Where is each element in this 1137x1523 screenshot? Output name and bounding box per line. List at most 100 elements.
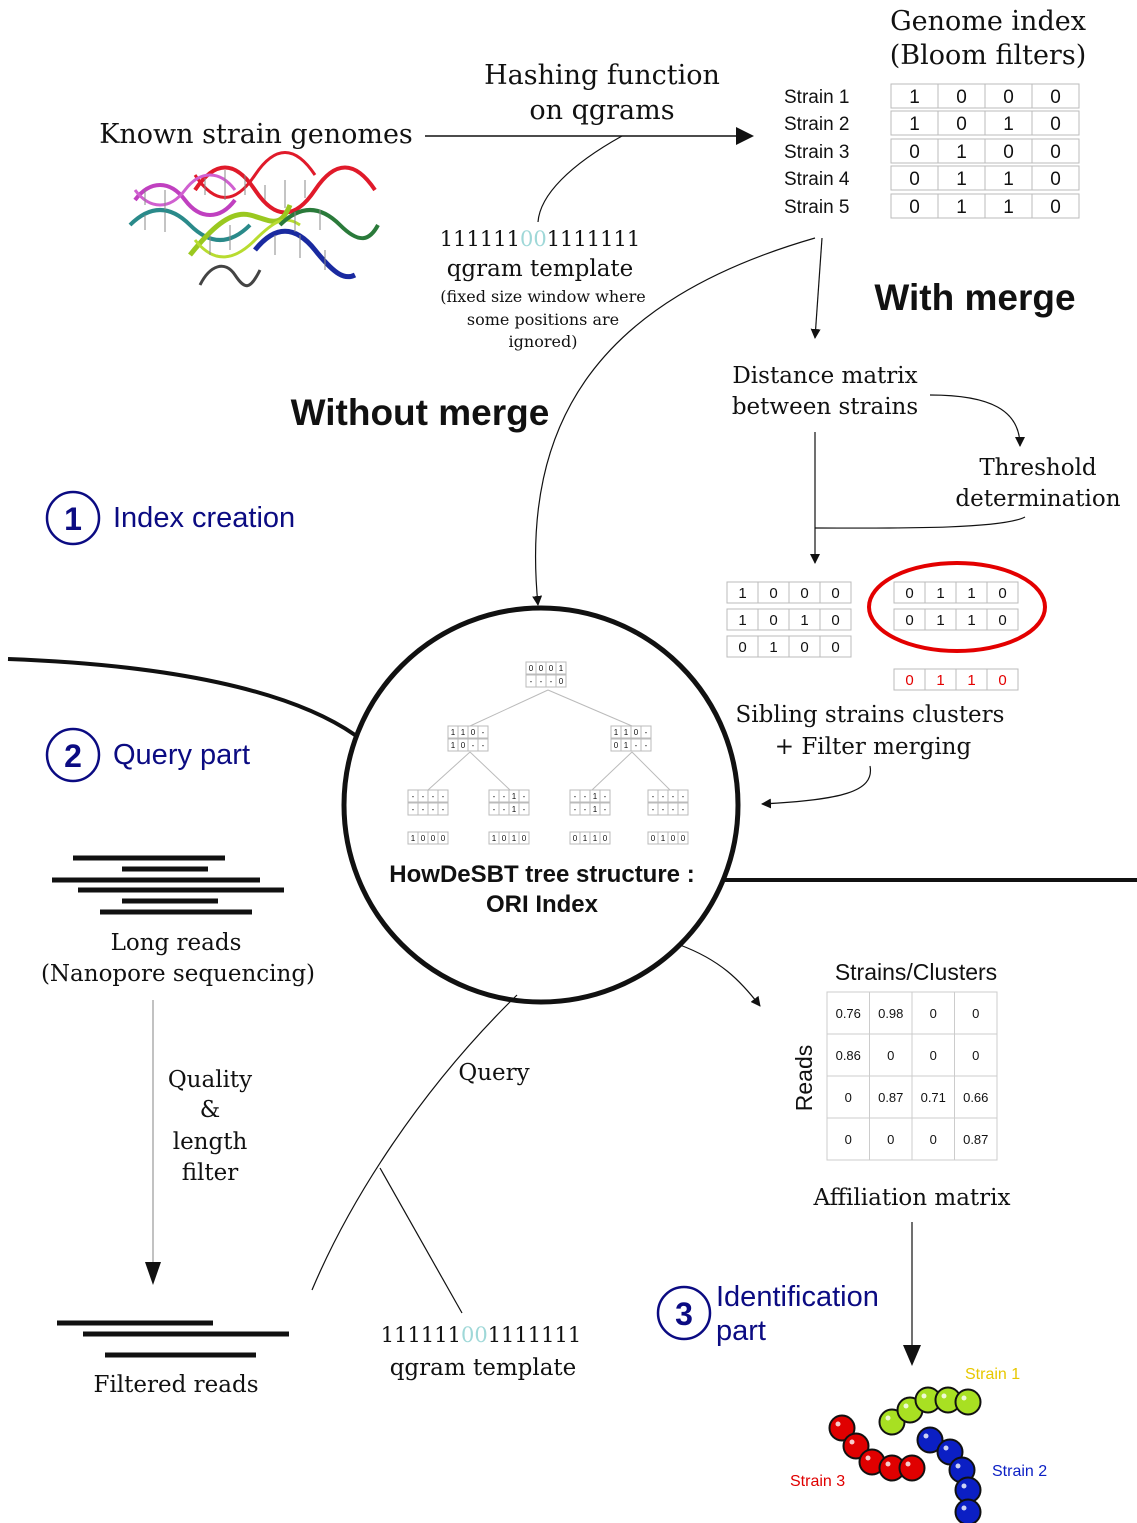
- tree-bit-value: -: [672, 805, 675, 814]
- tree-bit-value: 0: [614, 741, 619, 750]
- bloom-bit-cell: [937, 110, 986, 136]
- step1-badge: [45, 490, 101, 546]
- tree-leaf-bit-value: 0: [441, 834, 446, 843]
- circled-bit-value: 0: [998, 585, 1006, 602]
- tree-leaf-bit-value: 0: [522, 834, 527, 843]
- strain2-bead-shine: [961, 1505, 967, 1511]
- tree-bit-value: -: [493, 805, 496, 814]
- tree-bit-cell: [599, 789, 611, 803]
- affiliation-cell: [869, 1117, 913, 1161]
- genome-index-subtitle: (Bloom filters): [890, 40, 1086, 71]
- cluster-bit-cell: [819, 581, 852, 604]
- bloom-bit-value: 0: [1003, 142, 1014, 163]
- tree-bit-value: 1: [614, 728, 619, 737]
- tree-bit-value: -: [682, 805, 685, 814]
- circled-bit-value: 0: [998, 612, 1006, 629]
- cluster-strain2-label: Strain 2: [992, 1463, 1047, 1480]
- hashing-function-label: Hashing function: [484, 60, 720, 91]
- strain3-bead-shine: [865, 1455, 871, 1461]
- long-reads-icon: [52, 855, 284, 915]
- strain3-bead-shine: [885, 1461, 891, 1467]
- bloom-bit-value: 0: [1050, 169, 1061, 190]
- cluster-bit-cell: [819, 608, 852, 631]
- bloom-bit-value: 0: [1050, 142, 1061, 163]
- sibling-clusters-line1: Sibling strains clusters: [736, 702, 1005, 728]
- affiliation-value: 0.71: [921, 1090, 946, 1105]
- tree-leaf-bit-value: 0: [421, 834, 426, 843]
- bloom-bit-value: 0: [909, 142, 920, 163]
- bloom-bit-value: 0: [1050, 114, 1061, 135]
- bloom-bit-value: 1: [956, 197, 967, 218]
- tree-bit-value: -: [412, 805, 415, 814]
- affiliation-value: 0: [930, 1132, 937, 1147]
- tree-bit-value: -: [432, 792, 435, 801]
- tree-leaf-bit-value: 0: [681, 834, 686, 843]
- affiliation-cell: [954, 991, 998, 1035]
- tree-bit-value: -: [482, 728, 485, 737]
- known-genomes-label: Known strain genomes: [99, 119, 413, 150]
- tree-bit-value: 1: [593, 792, 598, 801]
- step-1: 1 Index creation: [45, 490, 295, 546]
- tree-bit-value: 0: [634, 728, 639, 737]
- distance-matrix-line2: between strains: [732, 394, 918, 420]
- strain2-bead-shine: [955, 1463, 961, 1469]
- threshold-line2: determination: [955, 486, 1120, 512]
- tree-leaf-bit-value: 0: [651, 834, 656, 843]
- strain3-bead-shine: [835, 1421, 841, 1427]
- bloom-bit-cell: [1031, 165, 1080, 191]
- tree-leaf-bit-value: 1: [661, 834, 666, 843]
- tree-leaf-bit-cell: [437, 831, 449, 845]
- tree-leaf-bit-value: 0: [603, 834, 608, 843]
- tree-leaf-bit-cell: [599, 831, 611, 845]
- affiliation-cell: [869, 991, 913, 1035]
- separator-top: [7, 657, 357, 737]
- cluster-bit-value: 0: [831, 639, 839, 656]
- tree-bit-value: 1: [593, 805, 598, 814]
- bloom-bit-value: 0: [909, 197, 920, 218]
- tree-bit-value: -: [472, 741, 475, 750]
- affiliation-value: 0: [972, 1006, 979, 1021]
- cluster-bit-value: 0: [800, 639, 808, 656]
- bloom-bit-cell: [984, 165, 1033, 191]
- tree-bit-value: -: [574, 805, 577, 814]
- strain3-bead: [898, 1454, 926, 1482]
- tree-bit-value: 1: [451, 728, 456, 737]
- circled-bit-value: 1: [936, 612, 944, 629]
- affiliation-value: 0: [845, 1132, 852, 1147]
- top-qgram-template-label: qgram template: [447, 256, 634, 282]
- tree-bit-value: 1: [512, 805, 517, 814]
- bloom-bit-value: 0: [956, 114, 967, 135]
- strain2-bead: [954, 1498, 982, 1523]
- tree-bit-value: -: [584, 792, 587, 801]
- bloom-strain-label: Strain 3: [784, 142, 849, 163]
- tree-bit-cell: [477, 738, 489, 752]
- long-reads-line2: (Nanopore sequencing): [41, 961, 315, 987]
- filter-line2: &: [200, 1097, 220, 1123]
- tree-bit-cell: [640, 725, 652, 739]
- affiliation-cell: [869, 1033, 913, 1077]
- affiliation-cell: [869, 1075, 913, 1119]
- reads-axis-title: Reads: [791, 1045, 817, 1111]
- step2-label: Query part: [113, 739, 250, 771]
- tree-bit-value: -: [652, 792, 655, 801]
- tree-bit-value: -: [523, 792, 526, 801]
- tree-leaf-bit-value: 0: [573, 834, 578, 843]
- strain1-bead-shine: [961, 1395, 967, 1401]
- bloom-bit-value: 0: [1050, 87, 1061, 108]
- tree-bit-value: -: [523, 805, 526, 814]
- affiliation-cell: [954, 1117, 998, 1161]
- tree-bit-cell: [555, 674, 567, 688]
- strains-clusters-title: Strains/Clusters: [835, 959, 997, 985]
- strain3-bead: [828, 1414, 856, 1442]
- tree-bit-value: -: [652, 805, 655, 814]
- tree-bit-value: 1: [559, 664, 564, 673]
- tree-bit-value: 0: [529, 664, 534, 673]
- bloom-strain-label: Strain 4: [784, 169, 850, 190]
- genome-index-title: Genome index: [890, 6, 1086, 37]
- tree-leaf-bit-value: 1: [512, 834, 517, 843]
- tree-bit-cell: [437, 802, 449, 816]
- affiliation-cell: [911, 1117, 955, 1161]
- tree-bit-value: 1: [624, 728, 629, 737]
- strain3-bead-shine: [905, 1461, 911, 1467]
